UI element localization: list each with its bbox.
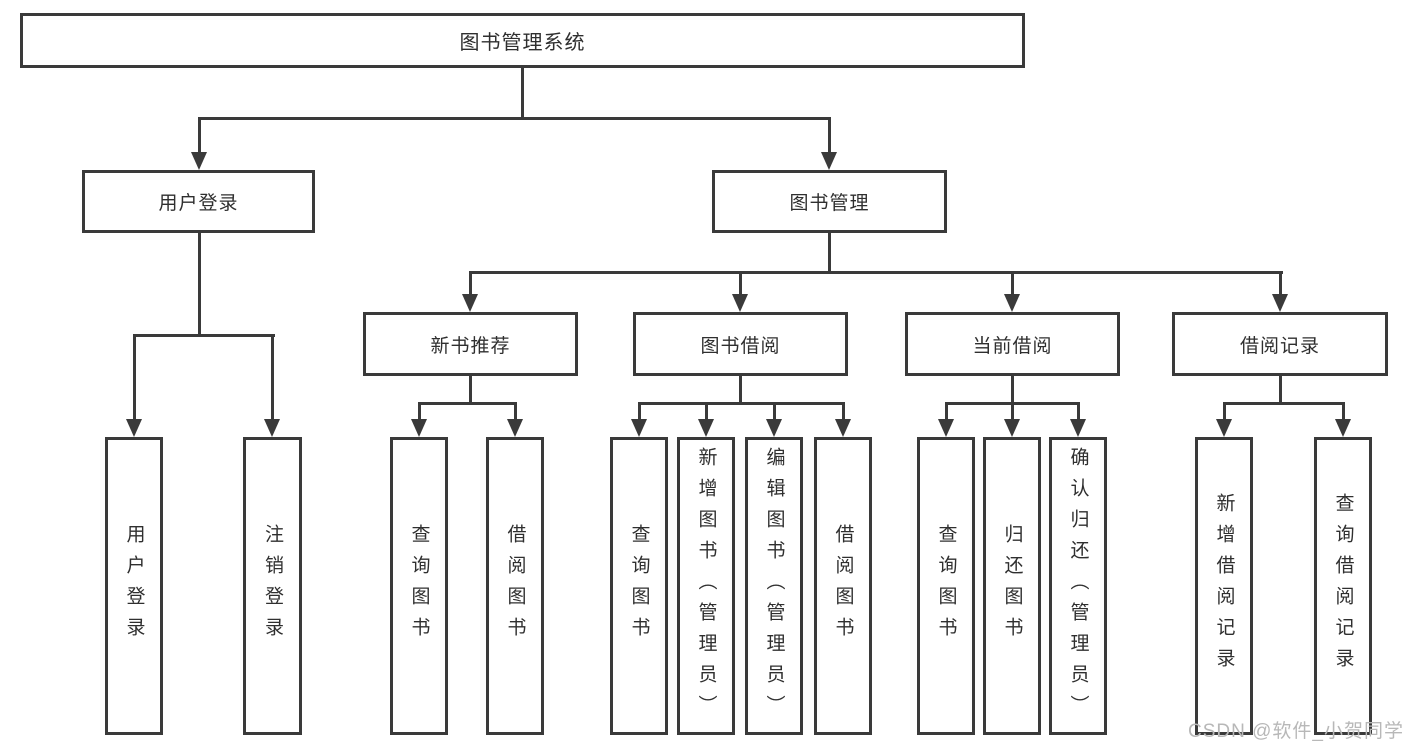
connector-line: [271, 334, 274, 422]
arrow-down-icon: [938, 419, 954, 437]
watermark: CSDN @软件_小贺同学: [1188, 721, 1404, 742]
connector-line: [773, 402, 776, 422]
leaf-borrow-books-recommend: 借阅图书: [486, 437, 544, 735]
node-current-borrowing: 当前借阅: [905, 312, 1120, 376]
connector-line: [842, 402, 845, 422]
leaf-return-books: 归还图书: [983, 437, 1041, 735]
leaf-logout: 注销登录: [243, 437, 302, 735]
node-new-book-recommendation: 新书推荐: [363, 312, 578, 376]
arrow-down-icon: [766, 419, 782, 437]
connector-line: [739, 271, 742, 297]
arrow-down-icon: [1004, 294, 1020, 312]
arrow-down-icon: [1272, 294, 1288, 312]
arrow-down-icon: [1335, 419, 1351, 437]
arrow-down-icon: [698, 419, 714, 437]
arrow-down-icon: [821, 152, 837, 170]
connector-line: [739, 376, 742, 405]
connector-line: [1011, 402, 1014, 422]
connector-line: [1077, 402, 1080, 422]
node-user-login: 用户登录: [82, 170, 315, 233]
node-library-system: 图书管理系统: [20, 13, 1025, 68]
connector-line: [1011, 376, 1014, 405]
arrow-down-icon: [126, 419, 142, 437]
connector-line: [945, 402, 948, 422]
arrow-down-icon: [631, 419, 647, 437]
leaf-query-books-recommend: 查询图书: [390, 437, 448, 735]
connector-line: [198, 117, 201, 155]
connector-line: [469, 271, 472, 297]
connector-line: [418, 402, 421, 422]
arrow-down-icon: [1216, 419, 1232, 437]
arrow-down-icon: [462, 294, 478, 312]
connector-line: [198, 117, 831, 120]
connector-line: [638, 402, 641, 422]
node-book-management: 图书管理: [712, 170, 947, 233]
leaf-user-login: 用户登录: [105, 437, 163, 735]
leaf-borrow-books: 借阅图书: [814, 437, 872, 735]
connector-line: [198, 233, 201, 337]
connector-line: [705, 402, 708, 422]
leaf-confirm-return-admin: 确认归还（管理员）: [1049, 437, 1107, 735]
connector-line: [1011, 271, 1014, 297]
connector-line: [1279, 376, 1282, 405]
leaf-query-books-borrow: 查询图书: [610, 437, 668, 735]
node-book-borrowing: 图书借阅: [633, 312, 848, 376]
arrow-down-icon: [1004, 419, 1020, 437]
arrow-down-icon: [191, 152, 207, 170]
connector-line: [133, 334, 136, 422]
arrow-down-icon: [264, 419, 280, 437]
arrow-down-icon: [507, 419, 523, 437]
leaf-edit-books-admin: 编辑图书（管理员）: [745, 437, 803, 735]
connector-line: [638, 402, 845, 405]
connector-line: [1342, 402, 1345, 422]
connector-line: [828, 117, 831, 155]
arrow-down-icon: [411, 419, 427, 437]
connector-line: [469, 376, 472, 405]
arrow-down-icon: [835, 419, 851, 437]
arrow-down-icon: [1070, 419, 1086, 437]
arrow-down-icon: [732, 294, 748, 312]
connector-line: [514, 402, 517, 422]
node-borrowing-records: 借阅记录: [1172, 312, 1388, 376]
connector-line: [1223, 402, 1226, 422]
connector-line: [828, 233, 831, 274]
connector-line: [521, 67, 524, 120]
leaf-query-books-current: 查询图书: [917, 437, 975, 735]
leaf-add-books-admin: 新增图书（管理员）: [677, 437, 735, 735]
connector-line: [1279, 271, 1282, 297]
connector-line: [469, 271, 1283, 274]
connector-line: [133, 334, 275, 337]
connector-line: [1223, 402, 1345, 405]
leaf-query-borrow-record: 查询借阅记录: [1314, 437, 1372, 735]
connector-line: [418, 402, 517, 405]
leaf-add-borrow-record: 新增借阅记录: [1195, 437, 1253, 735]
